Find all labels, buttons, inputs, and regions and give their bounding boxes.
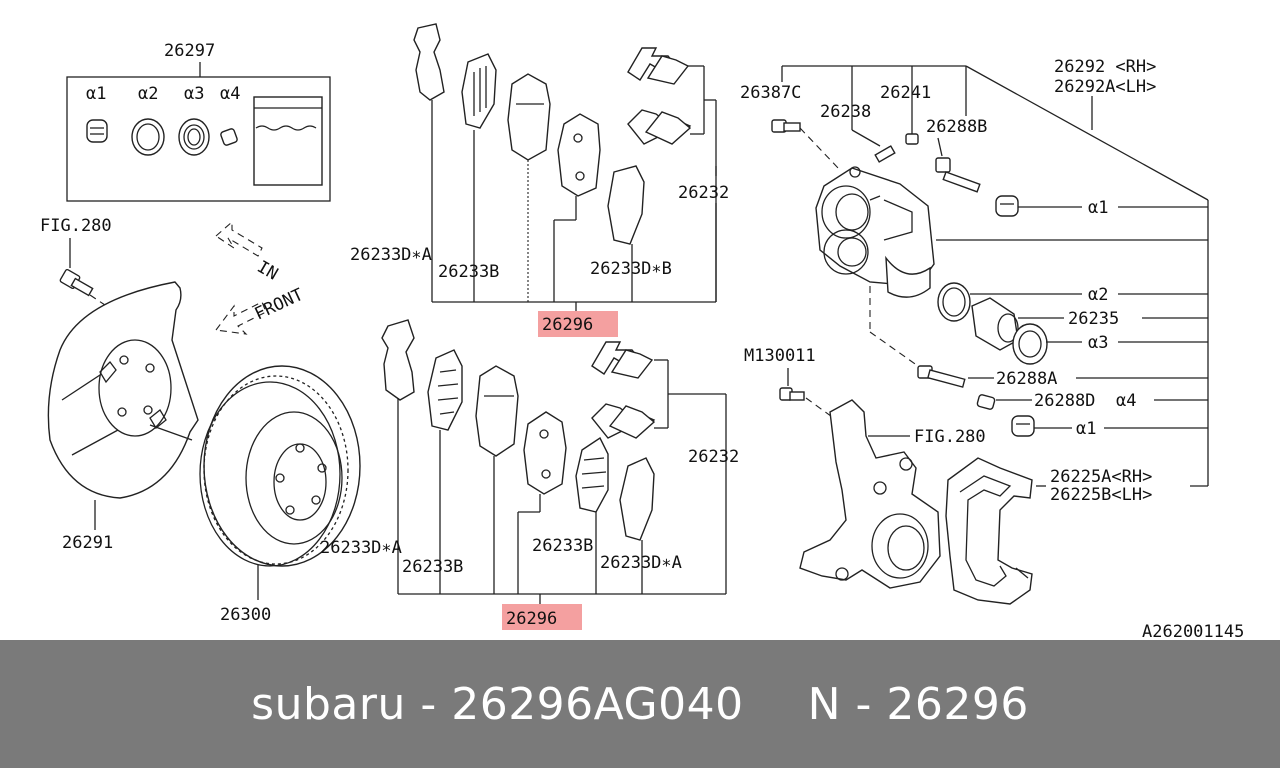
label-alpha4: α4 bbox=[220, 84, 240, 104]
guide-pin-icon bbox=[874, 145, 896, 163]
caption-bar: subaru - 26296AG040 N - 26296 bbox=[0, 640, 1280, 768]
clip-bot-icon bbox=[591, 341, 656, 439]
label-26292-rh: 26292 <RH> bbox=[1054, 57, 1156, 77]
pad-top-inner-icon bbox=[507, 73, 551, 161]
shim-bot-b-icon bbox=[427, 349, 463, 431]
label-alpha2: α2 bbox=[138, 84, 158, 104]
clip-top-icon bbox=[627, 47, 692, 145]
label-26232-top: 26232 bbox=[678, 183, 729, 203]
label-front: FRONT bbox=[252, 285, 307, 325]
front-arrow-icon bbox=[214, 301, 267, 335]
label-fig280-left: FIG.280 bbox=[40, 216, 112, 236]
label-alpha1: α1 bbox=[86, 84, 106, 104]
piston-icon bbox=[971, 297, 1019, 351]
label-26235: 26235 bbox=[1068, 309, 1119, 329]
label-c-alpha2: α2 bbox=[1088, 285, 1108, 305]
caliper-bolt-icon bbox=[771, 119, 801, 133]
steering-knuckle-icon bbox=[799, 399, 941, 589]
label-26225a-rh: 26225A<RH> bbox=[1050, 467, 1152, 487]
label-26233db-top: 26233D∗B bbox=[590, 259, 672, 279]
shim-top-db-icon bbox=[607, 165, 645, 245]
direction-arrows: IN FRONT bbox=[214, 220, 307, 335]
caliper-seal-a2-icon bbox=[937, 282, 971, 322]
caliper-seal-a3-icon bbox=[1012, 323, 1048, 365]
pad-bot-inner-icon bbox=[475, 365, 519, 457]
label-in: IN bbox=[254, 257, 282, 285]
pad-bot-outer-icon bbox=[523, 411, 567, 495]
drawing-id: A262001145 bbox=[1142, 622, 1244, 640]
seal-kit-group: 26297 α1 α2 α3 α4 bbox=[66, 41, 331, 202]
label-fig280-right: FIG.280 bbox=[914, 427, 986, 447]
label-26288d: 26288D bbox=[1034, 391, 1095, 411]
parts-diagram: 26297 α1 α2 α3 α4 bbox=[40, 23, 1244, 640]
knuckle-bolt-icon bbox=[779, 387, 805, 401]
label-c-alpha3: α3 bbox=[1088, 333, 1108, 353]
dust-shield-icon bbox=[47, 281, 199, 499]
shim-bot-da-icon bbox=[381, 319, 415, 401]
label-26233da-bot: 26233D∗A bbox=[320, 538, 402, 558]
label-26241: 26241 bbox=[880, 83, 931, 103]
label-26292a-lh: 26292A<LH> bbox=[1054, 77, 1156, 97]
highlight-pad-top bbox=[538, 311, 618, 337]
shim-bot-b2-icon bbox=[575, 436, 609, 513]
label-c-alpha1b: α1 bbox=[1076, 419, 1096, 439]
label-26288a: 26288A bbox=[996, 369, 1057, 389]
label-26387c: 26387C bbox=[740, 83, 801, 103]
label-c-alpha1: α1 bbox=[1088, 198, 1108, 218]
shield-bolt-icon bbox=[59, 268, 94, 297]
shim-bot-b-ribs bbox=[437, 369, 459, 415]
shim-bot-da2-icon bbox=[619, 457, 655, 541]
dust-shield-group: FIG.280 26291 bbox=[40, 216, 199, 553]
bush-a4-icon bbox=[976, 394, 996, 410]
label-26225b-lh: 26225B<LH> bbox=[1050, 485, 1152, 505]
label-26291: 26291 bbox=[62, 533, 113, 553]
piston-seal-icon bbox=[131, 118, 165, 156]
label-26233b-bot2: 26233B bbox=[532, 536, 593, 556]
label-26233b-top: 26233B bbox=[438, 262, 499, 282]
guide-pin-b-icon bbox=[935, 157, 981, 193]
label-26296-bot: 26296 bbox=[506, 609, 557, 629]
label-c-alpha4: α4 bbox=[1116, 391, 1136, 411]
grease-bag-icon bbox=[253, 96, 323, 186]
label-26233b-bot: 26233B bbox=[402, 557, 463, 577]
dust-seal-icon bbox=[178, 118, 210, 156]
caliper-group: 26387C 26238 26241 26288B 26292 <RH> 262… bbox=[740, 57, 1209, 605]
caliper-boot-a1b-icon bbox=[1011, 415, 1035, 437]
bleeder-screw-icon bbox=[905, 133, 919, 145]
shim-top-b-icon bbox=[461, 53, 497, 129]
caption-part-number: subaru - 26296AG040 bbox=[251, 678, 744, 730]
brake-rotor-icon bbox=[199, 365, 361, 567]
caliper-boot-a1-icon bbox=[995, 195, 1019, 217]
shim-top-b-ribs bbox=[473, 66, 487, 116]
label-26296-top: 26296 bbox=[542, 315, 593, 335]
caption-catalog-number: N - 26296 bbox=[807, 678, 1029, 730]
pad-set-top: 26233D∗A 26233B 26233D∗B 26232 26296 bbox=[350, 23, 729, 337]
pad-top-outer-icon bbox=[557, 113, 601, 197]
guide-pin-a-icon bbox=[917, 365, 966, 388]
in-arrow-icon bbox=[215, 220, 263, 257]
label-alpha3: α3 bbox=[184, 84, 204, 104]
label-26300: 26300 bbox=[220, 605, 271, 625]
shim-bot-b2-ribs bbox=[581, 457, 607, 489]
label-26233da-top: 26233D∗A bbox=[350, 245, 432, 265]
shim-top-da-icon bbox=[413, 23, 445, 101]
label-26288b: 26288B bbox=[926, 117, 987, 137]
highlight-pad-bot bbox=[502, 604, 582, 630]
label-26238: 26238 bbox=[820, 102, 871, 122]
bush-icon bbox=[220, 128, 238, 146]
label-26232-bot: 26232 bbox=[688, 447, 739, 467]
pad-set-bottom: 26233D∗A 26233B 26233B 26233D∗A 26232 26… bbox=[320, 319, 739, 630]
label-m130011: M130011 bbox=[744, 346, 816, 366]
caliper-support-icon bbox=[945, 457, 1033, 605]
label-26297: 26297 bbox=[164, 41, 215, 61]
brake-rotor-group: 26300 bbox=[199, 365, 361, 625]
label-26233da-bot2: 26233D∗A bbox=[600, 553, 682, 573]
dust-boot-icon bbox=[86, 119, 108, 143]
caliper-body-icon bbox=[815, 166, 935, 298]
